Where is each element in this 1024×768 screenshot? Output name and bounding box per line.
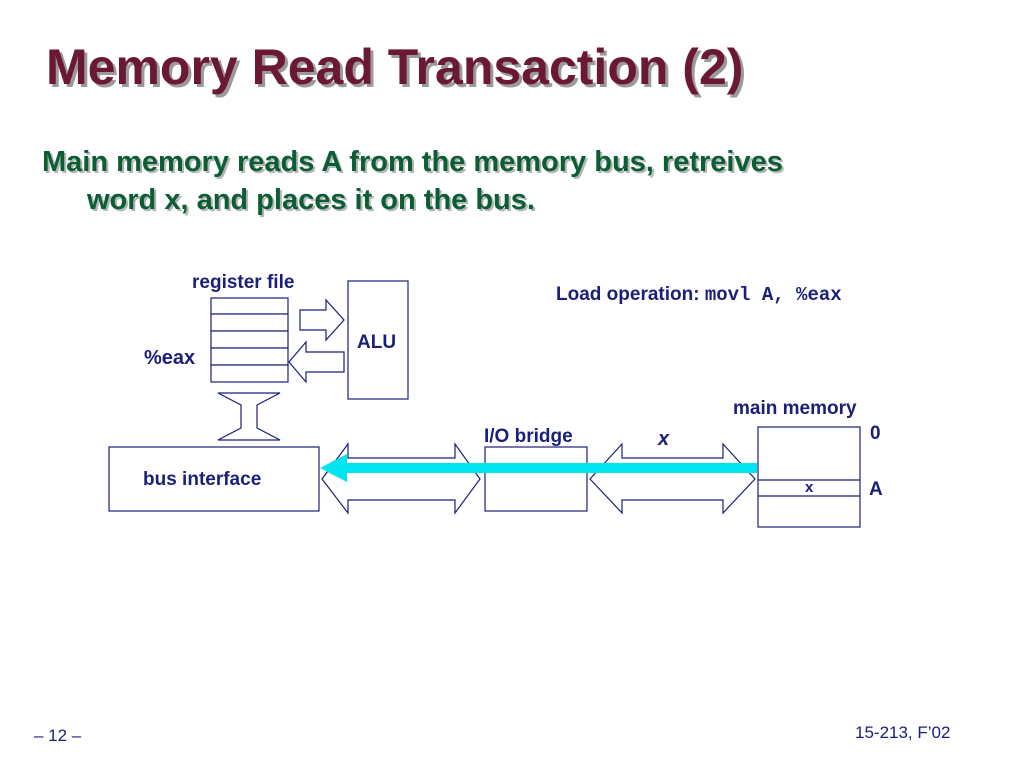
page-number: – 12 –	[34, 726, 82, 745]
main-memory-label: main memory	[733, 398, 857, 419]
slide-title: Memory Read Transaction (2)	[46, 39, 744, 95]
memory-bus-arrow	[589, 442, 756, 515]
io-bridge-box	[484, 446, 588, 512]
course-label: 15-213, F’02	[855, 723, 951, 742]
alu-to-register-arrow	[288, 340, 345, 384]
system-bus-arrow	[321, 442, 481, 515]
load-operation: Load operation: movl A, %eax	[556, 284, 842, 306]
alu-label: ALU	[357, 332, 397, 353]
address-a-label: A	[869, 479, 883, 500]
bullet-line-2: word x, and places it on the bus.	[87, 184, 535, 216]
register-bus-double-arrow	[217, 392, 281, 441]
data-flow-arrow	[320, 454, 757, 482]
load-operation-code: movl A, %eax	[704, 284, 842, 306]
load-operation-label: Load operation:	[556, 284, 700, 305]
bus-word-label: x	[658, 428, 670, 450]
eax-label: %eax	[144, 347, 196, 369]
main-memory	[757, 426, 861, 528]
register-file	[210, 297, 289, 383]
address-zero-label: 0	[870, 423, 881, 444]
alu-box	[347, 280, 409, 400]
register-to-alu-arrow	[299, 298, 345, 342]
io-bridge-label: I/O bridge	[484, 426, 573, 447]
memory-cell-value: x	[805, 479, 814, 496]
bus-interface-label: bus interface	[143, 469, 262, 490]
bullet-line-1: Main memory reads A from the memory bus,…	[42, 146, 783, 178]
bus-interface-box	[108, 446, 320, 512]
register-file-label: register file	[192, 272, 295, 293]
bullet-point: Main memory reads A from the memory bus,…	[42, 143, 942, 219]
